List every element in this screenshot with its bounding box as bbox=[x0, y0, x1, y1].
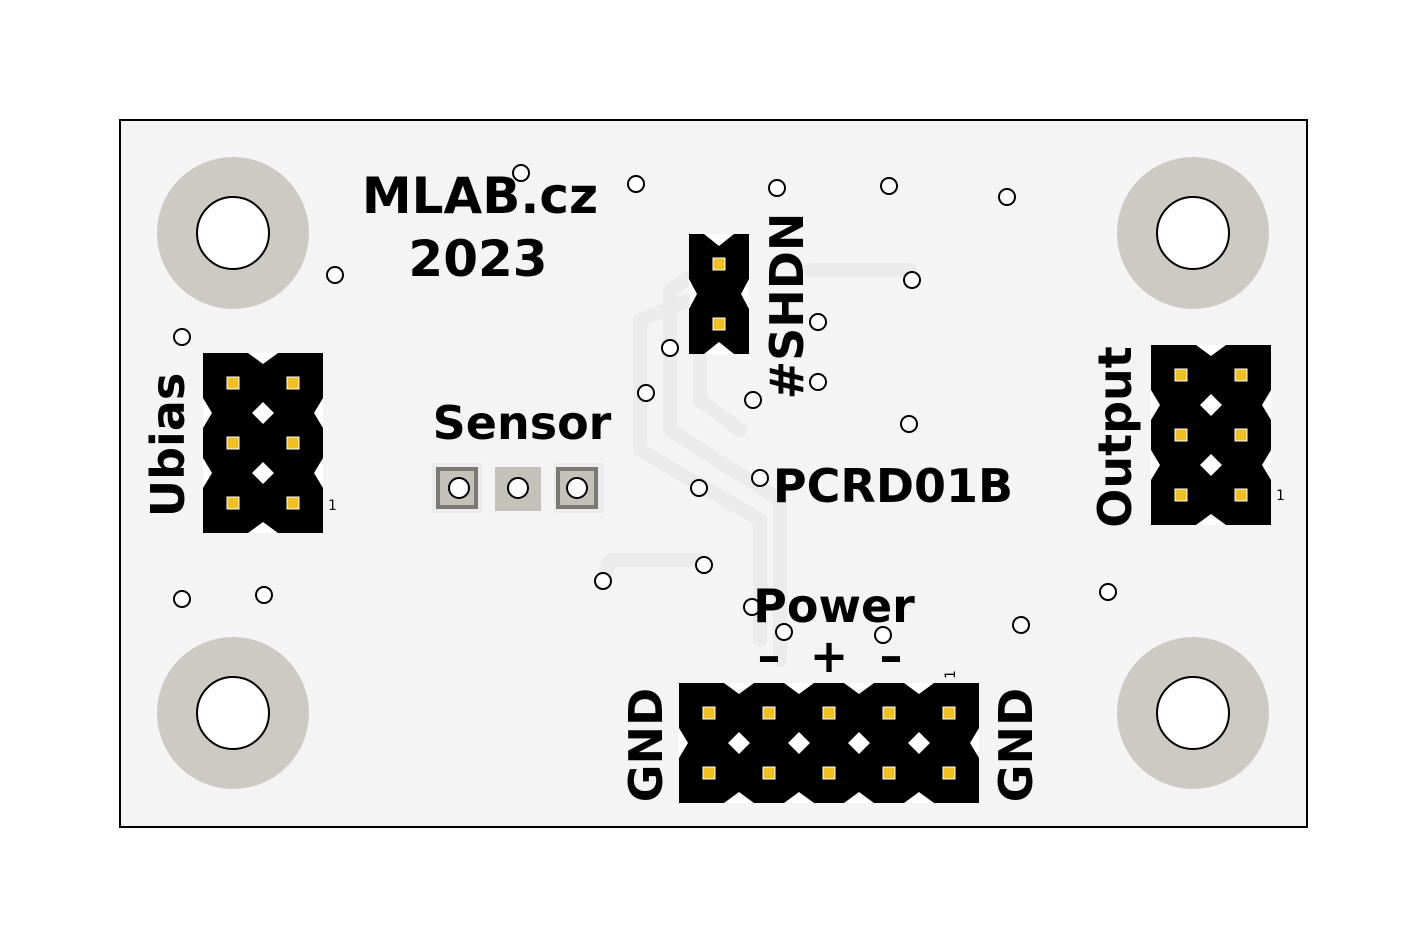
ubias-label: Ubias bbox=[141, 373, 195, 517]
shdn-label: #SHDN bbox=[760, 213, 814, 400]
vias bbox=[173, 164, 1117, 644]
polarity-minus-left: – bbox=[758, 629, 781, 683]
year-label: 2023 bbox=[408, 230, 547, 288]
power-pin1-marker: 1 bbox=[943, 670, 959, 679]
sensor-label: Sensor bbox=[433, 396, 612, 450]
output-pin1-marker: 1 bbox=[1276, 488, 1285, 504]
brand-label: MLAB.cz bbox=[362, 167, 598, 225]
mounting-holes bbox=[157, 157, 1269, 789]
shdn-pin-2 bbox=[712, 317, 726, 331]
ubias-pin1-marker: 1 bbox=[328, 498, 337, 514]
power-header bbox=[679, 683, 979, 803]
ubias-header bbox=[203, 353, 323, 533]
polarity-plus: + bbox=[810, 629, 849, 683]
gnd-right-label: GND bbox=[989, 688, 1043, 802]
shdn-jumper-header bbox=[689, 234, 749, 354]
power-label: Power bbox=[753, 579, 915, 633]
output-label: Output bbox=[1088, 346, 1142, 528]
output-header bbox=[1151, 345, 1271, 525]
shdn-pin-1 bbox=[712, 257, 726, 271]
sensor-pads bbox=[432, 463, 604, 513]
polarity-minus-right: – bbox=[880, 629, 903, 683]
gnd-left-label: GND bbox=[619, 688, 673, 802]
part-number-label: PCRD01B bbox=[773, 459, 1013, 513]
